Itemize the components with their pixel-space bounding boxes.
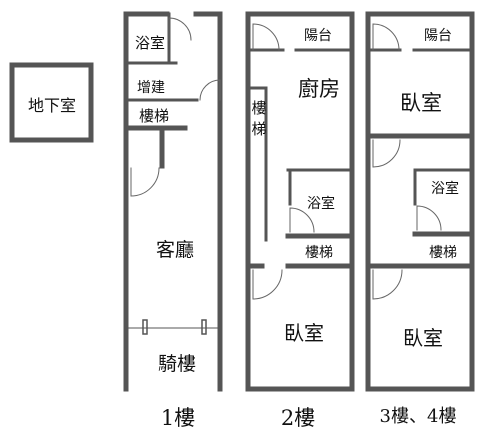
floor1-caption: 1樓 bbox=[161, 406, 195, 430]
f2-bathroom-label: 浴室 bbox=[307, 195, 335, 212]
floor2-doors bbox=[252, 23, 315, 300]
floor34-caption: 3樓、4樓 bbox=[380, 406, 457, 427]
f2-stairs-vertical-top: 樓 bbox=[251, 99, 266, 117]
f2-stairs-vertical-bottom: 梯 bbox=[251, 120, 266, 138]
f2-balcony-label: 陽台 bbox=[304, 28, 332, 44]
f34-door-bedroom-top bbox=[372, 139, 401, 168]
basement-block bbox=[9, 62, 94, 143]
f2-kitchen-label: 廚房 bbox=[298, 77, 340, 101]
f34-bathroom-label: 浴室 bbox=[431, 180, 459, 197]
basement-label: 地下室 bbox=[28, 96, 76, 115]
f2-outer-wall bbox=[245, 11, 355, 392]
f1-door-extension bbox=[199, 79, 221, 101]
f1-living-label: 客廳 bbox=[156, 239, 194, 261]
floor2-caption: 2樓 bbox=[281, 406, 315, 430]
floor1-plan bbox=[123, 11, 223, 392]
f34-bedroom-bottom-label: 臥室 bbox=[403, 326, 443, 350]
f34-door-bedroom-bottom bbox=[372, 269, 403, 300]
f34-door-balcony bbox=[372, 23, 400, 51]
f34-stairs-label: 樓梯 bbox=[429, 245, 457, 261]
f2-door-bedroom bbox=[252, 269, 283, 300]
floor2-plan bbox=[245, 11, 355, 392]
f1-arcade-label: 騎樓 bbox=[158, 353, 196, 375]
f34-bedroom-top-label: 臥室 bbox=[400, 91, 442, 115]
basement-wall bbox=[9, 62, 94, 143]
f2-door-bath bbox=[289, 207, 315, 233]
f1-door-living bbox=[130, 167, 160, 197]
f1-extension-label: 增建 bbox=[137, 80, 165, 96]
f34-balcony-label: 陽台 bbox=[424, 28, 452, 44]
f2-bedroom-label: 臥室 bbox=[284, 321, 324, 345]
f1-stairs-label: 樓梯 bbox=[139, 107, 169, 125]
f34-outer-wall bbox=[365, 11, 475, 392]
floor1-doors bbox=[130, 17, 221, 197]
f2-stairs-label: 樓梯 bbox=[305, 245, 333, 261]
floor34-doors bbox=[372, 23, 442, 300]
f1-arcade-post-right bbox=[201, 319, 207, 335]
f1-arcade-post-left bbox=[142, 319, 148, 335]
f1-door-bath bbox=[168, 17, 192, 41]
f1-bathroom-label: 浴室 bbox=[135, 34, 165, 52]
floor34-plan bbox=[365, 11, 475, 392]
f2-door-balcony bbox=[252, 23, 280, 51]
f34-door-bath bbox=[416, 205, 442, 231]
